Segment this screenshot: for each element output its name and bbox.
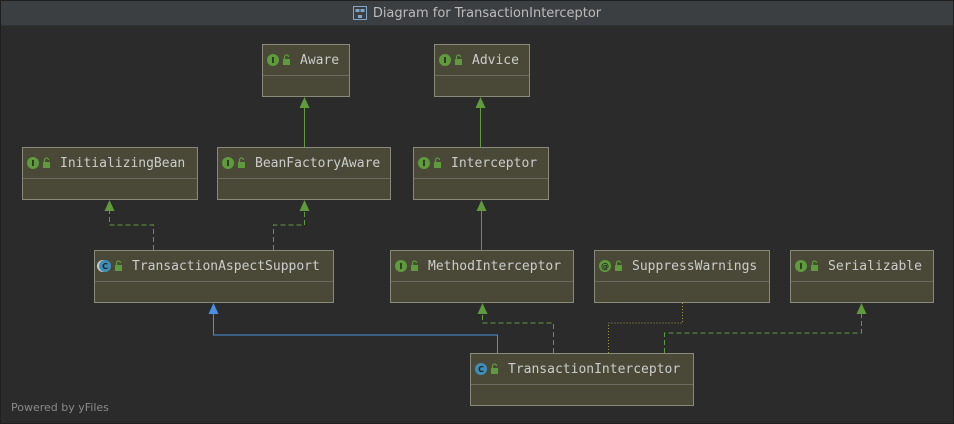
unlock-icon [115, 260, 122, 271]
class-icon: C [475, 363, 487, 375]
unlock-icon [811, 260, 818, 271]
unlock-icon [491, 363, 498, 374]
unlock-icon [411, 260, 418, 271]
node-initializing-bean[interactable]: I InitializingBean [22, 147, 198, 200]
diagram-canvas[interactable]: I Aware I Advice I InitializingBean I [1, 26, 953, 423]
node-suppress-warnings[interactable]: @ SuppressWarnings [594, 250, 770, 303]
node-label: TransactionAspectSupport [132, 258, 320, 274]
node-header: @ SuppressWarnings [595, 251, 769, 282]
node-transaction-aspect-support[interactable]: C TransactionAspectSupport [94, 250, 334, 303]
node-label: MethodInterceptor [428, 258, 562, 274]
window-title: Diagram for TransactionInterceptor [372, 5, 602, 21]
node-advice[interactable]: I Advice [434, 44, 530, 97]
node-header: I Advice [435, 45, 529, 76]
edge-methodinterceptor-interceptor [476, 200, 487, 250]
interface-icon: I [395, 260, 407, 272]
node-interceptor[interactable]: I Interceptor [413, 147, 549, 200]
node-header: C TransactionInterceptor [471, 354, 693, 385]
unlock-icon [283, 54, 290, 65]
interface-icon: I [27, 157, 39, 169]
edge-transactionaspectsupport-beanfactoryaware [273, 200, 310, 250]
node-label: SuppressWarnings [632, 258, 758, 274]
edge-transactioninterceptor-methodinterceptor [477, 303, 554, 353]
uml-diagram-icon [352, 6, 367, 20]
edge-transactioninterceptor-transactionaspectsupport [208, 303, 498, 353]
unlock-icon [455, 54, 462, 65]
node-label: Interceptor [451, 155, 538, 171]
node-label: Aware [300, 52, 340, 68]
node-header: I Serializable [791, 251, 933, 282]
node-label: TransactionInterceptor [508, 361, 681, 377]
node-header: I Aware [263, 45, 349, 76]
powered-by-label: Powered by yFiles [11, 401, 109, 414]
edge-transactioninterceptor-suppresswarnings [608, 303, 683, 353]
interface-icon: I [439, 54, 451, 66]
unlock-icon [434, 157, 441, 168]
interface-icon: I [795, 260, 807, 272]
node-header: I BeanFactoryAware [218, 148, 390, 179]
node-bean-factory-aware[interactable]: I BeanFactoryAware [217, 147, 391, 200]
node-header: I Interceptor [414, 148, 548, 179]
node-label: Serializable [828, 258, 922, 274]
unlock-icon [238, 157, 245, 168]
title-bar: Diagram for TransactionInterceptor [1, 1, 953, 26]
annotation-icon: @ [599, 260, 611, 272]
interface-icon: I [222, 157, 234, 169]
interface-icon: I [418, 157, 430, 169]
node-label: InitializingBean [60, 155, 186, 171]
edges-layer [104, 97, 867, 353]
node-header: C TransactionAspectSupport [95, 251, 333, 282]
node-serializable[interactable]: I Serializable [790, 250, 934, 303]
unlock-icon [615, 260, 622, 271]
edge-transactioninterceptor-serializable [664, 303, 867, 353]
edge-beanfactoryaware-aware [299, 97, 310, 147]
node-label: Advice [472, 52, 519, 68]
edge-transactionaspectsupport-initializingbean [104, 200, 154, 250]
node-label: BeanFactoryAware [255, 155, 381, 171]
node-header: I InitializingBean [23, 148, 197, 179]
edge-interceptor-advice [475, 97, 486, 147]
interface-icon: I [267, 54, 279, 66]
node-aware[interactable]: I Aware [262, 44, 350, 97]
node-method-interceptor[interactable]: I MethodInterceptor [390, 250, 574, 303]
node-transaction-interceptor[interactable]: C TransactionInterceptor [470, 353, 694, 406]
abstract-class-icon: C [99, 260, 111, 272]
unlock-icon [43, 157, 50, 168]
node-header: I MethodInterceptor [391, 251, 573, 282]
